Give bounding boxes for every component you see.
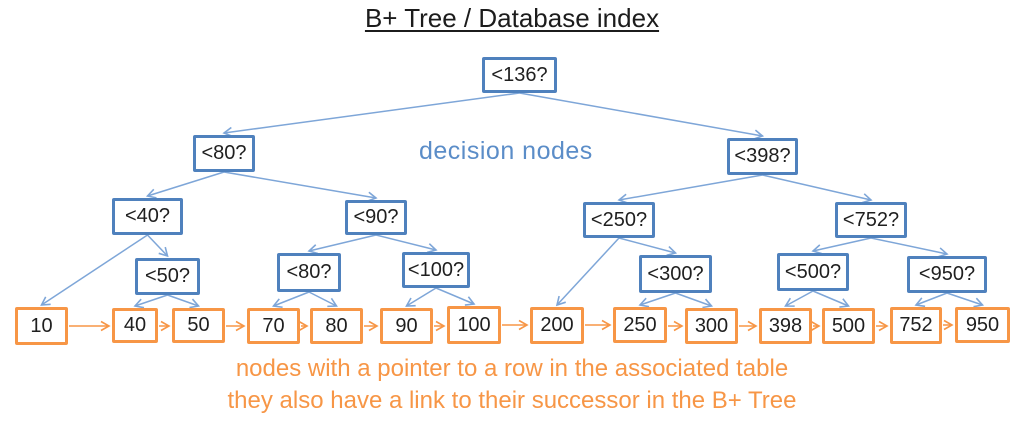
decision-nodes-label: decision nodes	[419, 137, 593, 165]
leaf-node-l80: 80	[310, 308, 363, 344]
tree-edge	[870, 237, 949, 258]
decision-node-n300: <300?	[639, 255, 712, 293]
leaf-node-l500: 500	[822, 308, 875, 344]
tree-edge	[375, 234, 438, 254]
decision-node-n398: <398?	[727, 138, 798, 175]
tree-edge	[519, 92, 765, 140]
leaf-node-l50: 50	[172, 308, 225, 343]
tree-edge	[307, 234, 377, 255]
decision-node-n50: <50?	[135, 258, 200, 295]
tree-edge	[133, 294, 168, 309]
tree-edge	[762, 174, 873, 204]
tree-edge	[811, 237, 872, 255]
leaf-node-l200: 200	[530, 307, 584, 344]
tree-edge	[271, 291, 310, 309]
decision-node-n950: <950?	[907, 256, 987, 293]
tree-edge	[638, 292, 676, 308]
tree-edge	[167, 294, 201, 309]
successor-edges-group	[69, 319, 954, 332]
leaf-node-l752: 752	[890, 307, 942, 344]
tree-edges-group	[40, 92, 985, 309]
decision-node-n90: <90?	[345, 200, 407, 235]
leaf-node-l950: 950	[955, 307, 1010, 343]
tree-edge	[146, 234, 169, 258]
tree-edge	[914, 292, 948, 308]
leaf-node-l90: 90	[380, 308, 433, 344]
tree-edge	[145, 171, 225, 199]
tree-edge	[618, 237, 678, 257]
tree-edge	[222, 92, 520, 138]
decision-node-n40: <40?	[112, 198, 183, 235]
decision-node-n500: <500?	[777, 253, 849, 291]
leaf-node-l40: 40	[112, 308, 158, 343]
tree-edge	[617, 174, 763, 204]
tree-edge	[40, 234, 148, 306]
leaf-node-l250: 250	[613, 307, 667, 343]
decision-node-n80b: <80?	[277, 253, 341, 292]
decision-node-n752: <752?	[835, 202, 907, 238]
tree-edge	[435, 287, 476, 306]
tree-edge	[223, 171, 378, 202]
tree-edge	[308, 291, 338, 308]
decision-node-n136: <136?	[482, 57, 557, 93]
page-title: B+ Tree / Database index	[364, 3, 660, 33]
decision-node-n100: <100?	[402, 252, 470, 288]
leaf-node-l300: 300	[685, 308, 738, 344]
tree-edge	[555, 237, 620, 307]
leaf-node-l10: 10	[15, 307, 68, 345]
tree-edge	[784, 290, 814, 307]
tree-edge	[812, 290, 851, 308]
leaf-node-l398: 398	[759, 308, 812, 344]
caption-line-2: they also have a link to their successor…	[227, 387, 797, 414]
leaf-node-l70: 70	[247, 308, 300, 344]
caption-line-1: nodes with a pointer to a row in the ass…	[235, 355, 789, 382]
tree-edge	[675, 292, 714, 309]
tree-edge	[946, 292, 985, 308]
decision-node-n80a: <80?	[193, 135, 255, 172]
leaf-node-l100: 100	[447, 306, 501, 344]
tree-edge	[405, 287, 437, 307]
decision-node-n250: <250?	[583, 202, 655, 238]
